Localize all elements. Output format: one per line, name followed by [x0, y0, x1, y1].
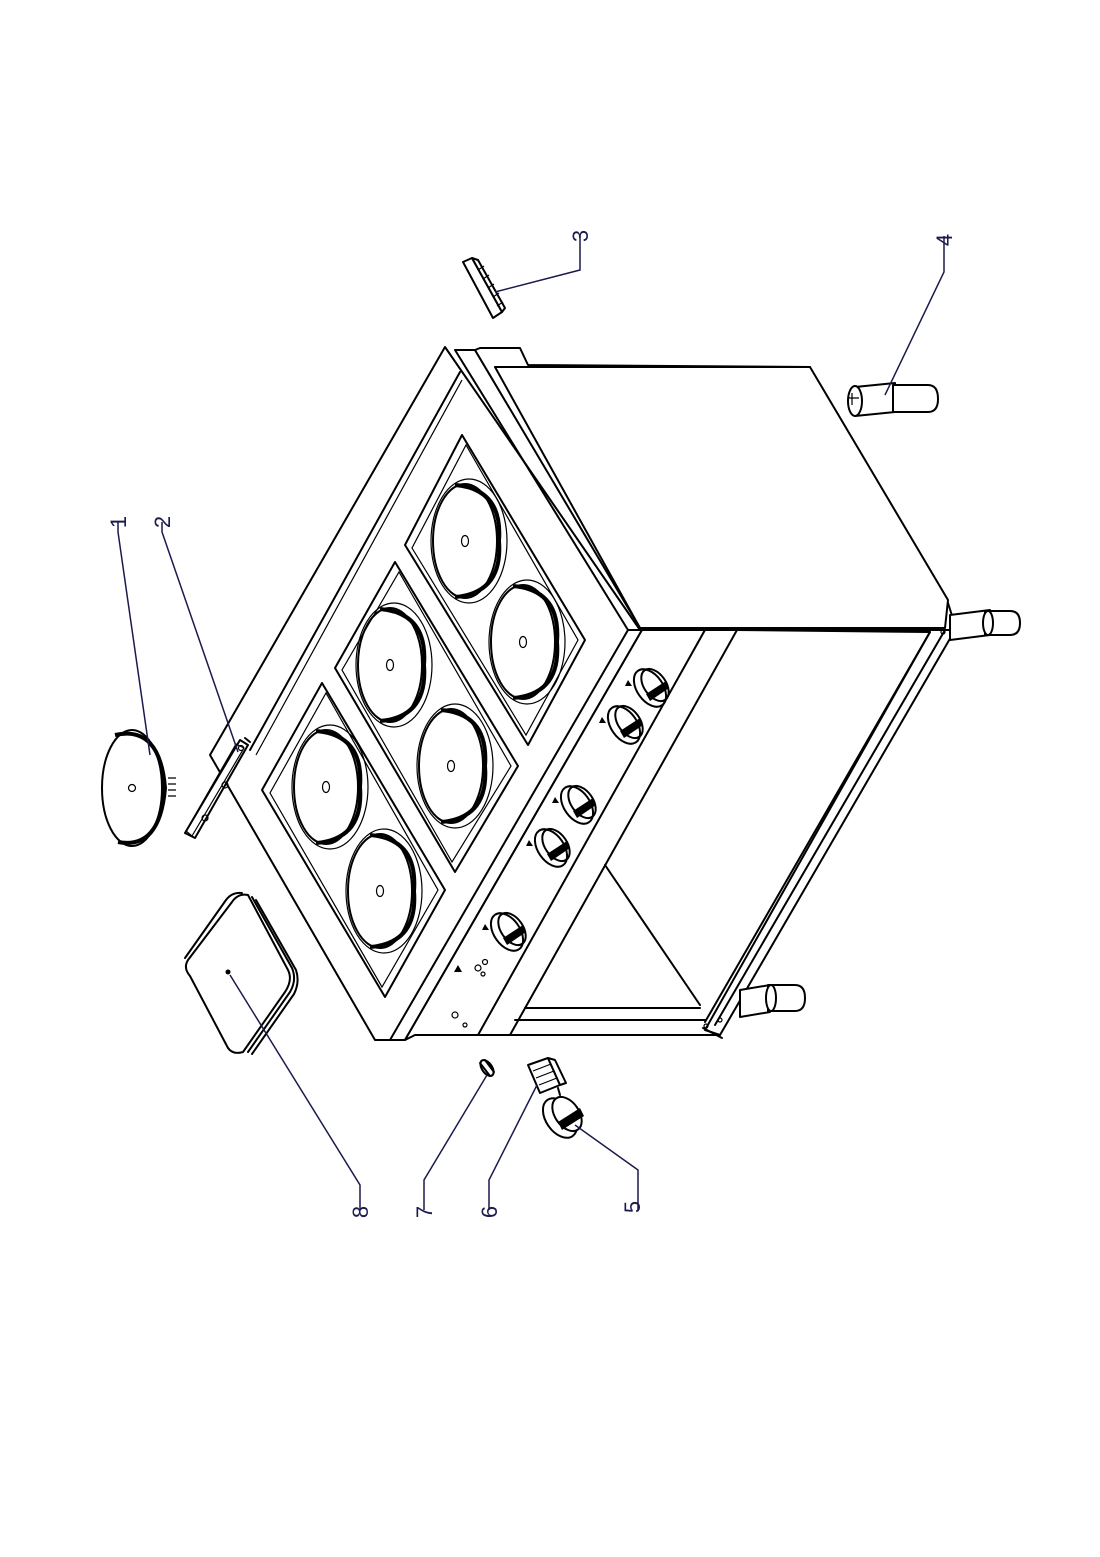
label-part-3: 3 — [568, 230, 593, 242]
control-knob — [552, 784, 597, 825]
part-knob — [541, 1095, 584, 1139]
part-bracket — [184, 737, 251, 839]
hotplate — [430, 478, 508, 604]
part-foot — [847, 382, 939, 417]
hotplate — [355, 602, 433, 728]
hotplate — [416, 703, 494, 829]
part-cover-panel — [184, 891, 299, 1055]
part-terminal-block — [462, 257, 506, 319]
control-knob — [599, 704, 644, 745]
foot-front-left — [739, 984, 806, 1018]
indicator-lights — [451, 958, 489, 1019]
hob-panel-right — [404, 434, 586, 746]
label-part-7: 7 — [412, 1206, 437, 1218]
label-part-5: 5 — [620, 1201, 645, 1213]
label-part-1: 1 — [106, 516, 131, 528]
label-part-4: 4 — [932, 234, 957, 246]
hotplates — [291, 478, 566, 954]
label-part-6: 6 — [477, 1206, 502, 1218]
part-hotplate — [101, 729, 176, 847]
hotplate — [345, 828, 423, 954]
label-part-8: 8 — [348, 1206, 373, 1218]
label-part-2: 2 — [150, 516, 175, 528]
control-knob — [482, 911, 527, 952]
control-knob — [526, 827, 571, 868]
leader-lines — [117, 236, 945, 1210]
part-indicator-light — [479, 1059, 495, 1077]
hotplate — [488, 579, 566, 705]
hotplate — [291, 724, 369, 850]
control-knobs — [482, 667, 670, 952]
part-switch — [527, 1057, 567, 1096]
hob-panel-left — [261, 682, 446, 998]
range-body — [209, 346, 956, 1041]
foot-front-right — [949, 609, 1021, 641]
control-knob — [625, 667, 670, 708]
